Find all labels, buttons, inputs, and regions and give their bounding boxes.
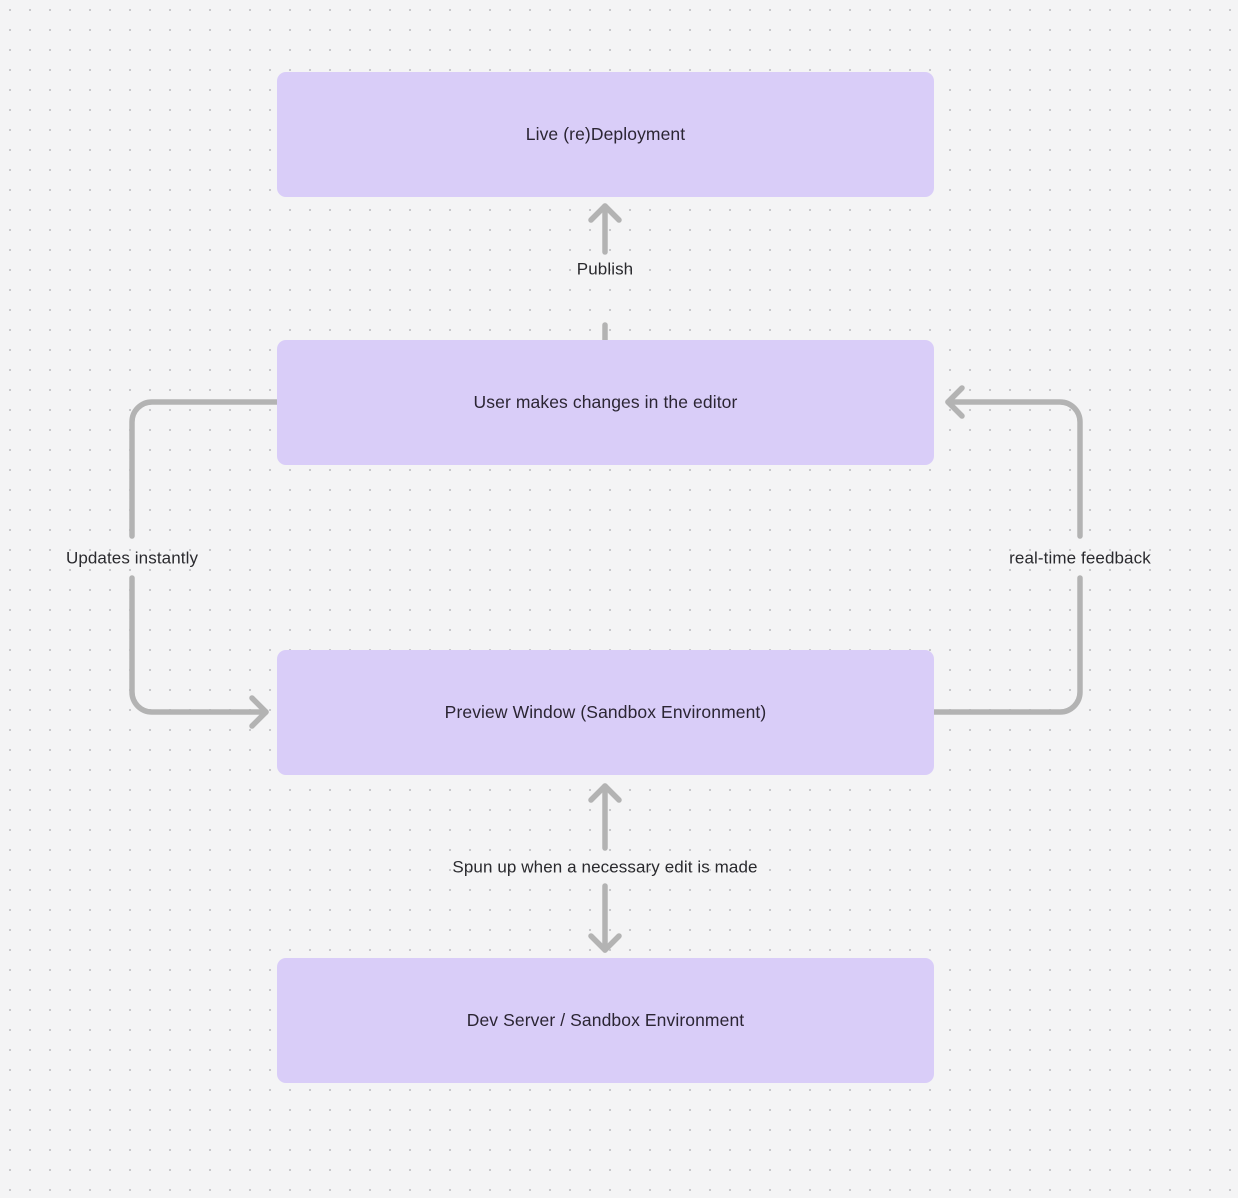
node-user-edits[interactable]: User makes changes in the editor xyxy=(277,340,934,465)
edge-label-updates-instantly: Updates instantly xyxy=(65,548,199,568)
node-preview-window[interactable]: Preview Window (Sandbox Environment) xyxy=(277,650,934,775)
edge-label-real-time-feedback: real-time feedback xyxy=(1009,548,1151,568)
node-label: Live (re)Deployment xyxy=(525,123,686,144)
edge-label-publish: Publish xyxy=(576,259,634,279)
node-label: Preview Window (Sandbox Environment) xyxy=(444,701,767,722)
node-dev-server[interactable]: Dev Server / Sandbox Environment xyxy=(277,958,934,1083)
node-label: Dev Server / Sandbox Environment xyxy=(466,1009,745,1030)
node-label: User makes changes in the editor xyxy=(473,391,738,412)
node-live-deployment[interactable]: Live (re)Deployment xyxy=(277,72,934,197)
edge-label-spun-up: Spun up when a necessary edit is made xyxy=(452,857,758,877)
